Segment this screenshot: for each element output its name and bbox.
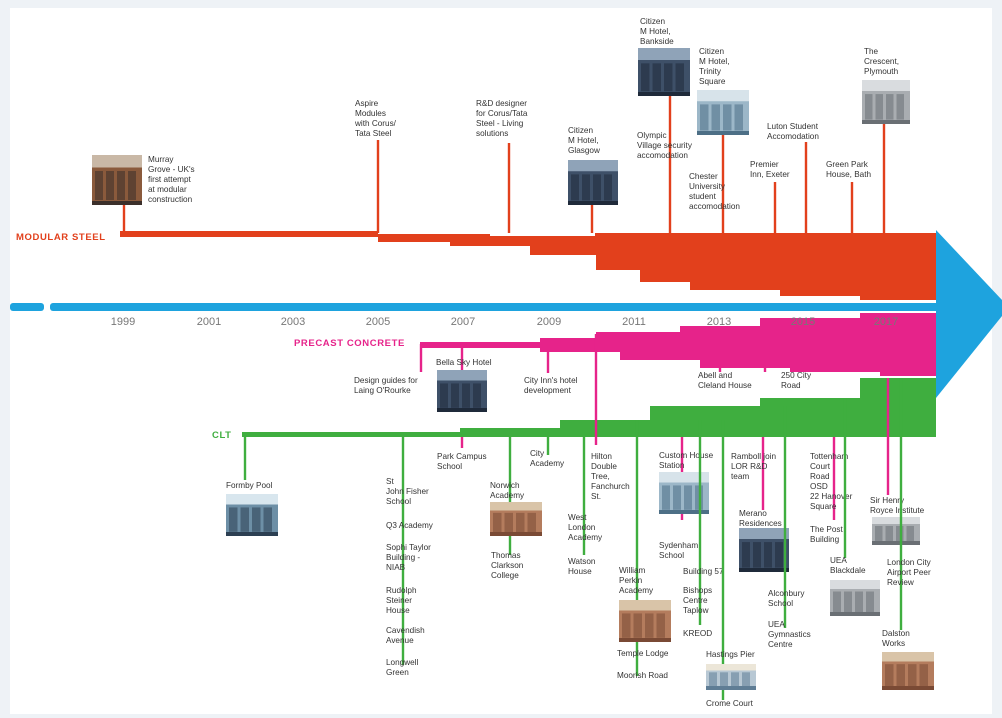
station-photo-icon bbox=[659, 472, 709, 514]
pier-photo-icon bbox=[706, 664, 756, 690]
glass-building-photo-icon bbox=[697, 90, 749, 135]
band-label-clt: CLT bbox=[212, 430, 232, 441]
steel-band bbox=[120, 231, 936, 300]
year-label: 1999 bbox=[111, 316, 135, 328]
year-label: 2017 bbox=[874, 316, 898, 328]
year-label: 2003 bbox=[281, 316, 305, 328]
axis-stub-left bbox=[10, 303, 44, 311]
brick-school-photo-icon bbox=[619, 600, 671, 642]
apartment-block-photo-icon bbox=[92, 155, 142, 205]
concrete-band bbox=[420, 313, 936, 376]
clt-event-label: KREOD bbox=[683, 629, 712, 638]
band-label-concrete: PRECAST CONCRETE bbox=[294, 338, 405, 349]
clt-event-label: Moorish Road bbox=[617, 671, 668, 680]
clt-event-label: Building 57 bbox=[683, 567, 724, 576]
year-label: 2005 bbox=[366, 316, 390, 328]
hotel-facade-photo-icon bbox=[638, 48, 690, 96]
academy-building-photo-icon bbox=[490, 502, 542, 536]
clt-event-label: Crome Court bbox=[706, 699, 754, 708]
year-label: 2001 bbox=[197, 316, 221, 328]
year-label: 2015 bbox=[791, 316, 815, 328]
hotel-facade-photo-icon bbox=[568, 160, 618, 205]
clt-band bbox=[242, 378, 936, 437]
leaning-towers-photo-icon bbox=[437, 370, 487, 412]
brick-apartments-photo-icon bbox=[882, 652, 934, 690]
concrete-event-label: Bella Sky Hotel bbox=[436, 358, 492, 367]
clt-event-label: Temple Lodge bbox=[617, 649, 669, 658]
institute-building-photo-icon bbox=[872, 517, 920, 545]
swimming-pool-photo-icon bbox=[226, 494, 278, 536]
student-housing-photo-icon bbox=[830, 580, 880, 616]
tower-construction-photo-icon bbox=[862, 80, 910, 124]
axis-arrowhead bbox=[936, 230, 1002, 398]
clt-event-label: Q3 Academy bbox=[386, 521, 434, 530]
residential-tower-photo-icon bbox=[739, 528, 789, 572]
axis-bar bbox=[50, 303, 940, 311]
clt-event-label: Hastings Pier bbox=[706, 650, 755, 659]
year-label: 2009 bbox=[537, 316, 561, 328]
year-label: 2013 bbox=[707, 316, 731, 328]
year-label: 2011 bbox=[622, 316, 646, 328]
year-label: 2007 bbox=[451, 316, 475, 328]
clt-event-label: Formby Pool bbox=[226, 481, 273, 490]
band-label-steel: MODULAR STEEL bbox=[16, 232, 106, 243]
